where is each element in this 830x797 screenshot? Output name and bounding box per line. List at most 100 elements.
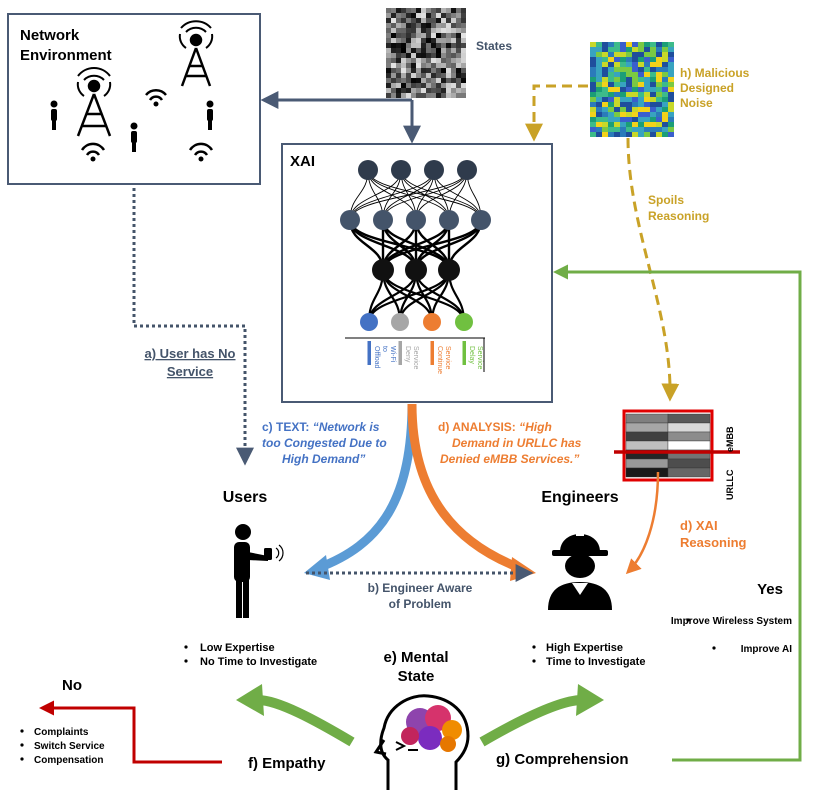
noise-cell (608, 77, 614, 82)
noise-cell (632, 112, 638, 117)
noise-image (590, 42, 674, 137)
xai-title: XAI (290, 153, 315, 170)
noise-cell (614, 52, 620, 57)
noise-cell (590, 67, 596, 72)
states-cell (446, 83, 451, 88)
noise-cell (656, 107, 662, 112)
noise-cell (596, 117, 602, 122)
noise-cell (614, 107, 620, 112)
noise-cell (590, 102, 596, 107)
noise-cell (644, 117, 650, 122)
noise-cell (608, 52, 614, 57)
noise-cell (626, 132, 632, 137)
wifi-icon (188, 142, 214, 162)
noise-cell (620, 102, 626, 107)
noise-cell (638, 112, 644, 117)
states-cell (451, 33, 456, 38)
states-cell (456, 28, 461, 33)
states-cell (446, 28, 451, 33)
states-cell (436, 23, 441, 28)
bullet-dot (532, 659, 536, 663)
text-explanation-line3: High Demand” (282, 452, 365, 466)
states-cell (386, 88, 391, 93)
cell-tower-icon (76, 67, 112, 137)
states-cell (426, 73, 431, 78)
noise-cell (596, 127, 602, 132)
noise-cell (596, 102, 602, 107)
noise-cell (644, 62, 650, 67)
noise-cell (632, 82, 638, 87)
states-cell (436, 13, 441, 18)
noise-cell (620, 77, 626, 82)
noise-cell (662, 62, 668, 67)
noise-cell (668, 122, 674, 127)
states-cell (431, 88, 436, 93)
noise-cell (590, 97, 596, 102)
heatmap-cell (625, 431, 669, 442)
states-cell (441, 58, 446, 63)
noise-cell (620, 117, 626, 122)
states-cell (386, 43, 391, 48)
noise-cell (596, 47, 602, 52)
states-cell (421, 23, 426, 28)
noise-cell (632, 67, 638, 72)
noise-cell (644, 52, 650, 57)
states-cell (431, 28, 436, 33)
noise-cell (638, 117, 644, 122)
states-cell (406, 13, 411, 18)
states-cell (416, 83, 421, 88)
states-cell (411, 63, 416, 68)
noise-cell (620, 132, 626, 137)
noise-cell (602, 122, 608, 127)
noise-cell (632, 97, 638, 102)
neural-network (340, 160, 491, 281)
noise-cell (596, 97, 602, 102)
analysis-arrowhead (510, 557, 536, 581)
states-cell (411, 78, 416, 83)
states-cell (416, 78, 421, 83)
states-cell (396, 38, 401, 43)
states-cell (416, 33, 421, 38)
noise-cell (602, 97, 608, 102)
noise-cell (656, 57, 662, 62)
noise-cell (596, 132, 602, 137)
states-cell (426, 93, 431, 98)
noise-cell (638, 102, 644, 107)
noise-cell (644, 92, 650, 97)
states-cell (411, 28, 416, 33)
states-cell (421, 68, 426, 73)
output-bar (367, 341, 371, 365)
noise-cell (596, 92, 602, 97)
heatmap-cell (667, 440, 711, 451)
noise-cell (602, 117, 608, 122)
noise-cell (662, 52, 668, 57)
states-cell (401, 58, 406, 63)
states-cell (416, 93, 421, 98)
states-cell (406, 38, 411, 43)
noise-cell (650, 62, 656, 67)
states-cell (406, 93, 411, 98)
states-cell (426, 53, 431, 58)
noise-cell (668, 132, 674, 137)
noise-cell (626, 82, 632, 87)
noise-cell (590, 42, 596, 47)
noise-cell (638, 127, 644, 132)
noise-cell (638, 77, 644, 82)
states-cell (391, 13, 396, 18)
noise-cell (602, 67, 608, 72)
states-cell (431, 33, 436, 38)
noise-cell (656, 62, 662, 67)
states-cell (411, 48, 416, 53)
empathy-arrowhead (236, 684, 264, 716)
states-cell (426, 18, 431, 23)
noise-cell (656, 97, 662, 102)
states-cell (426, 88, 431, 93)
states-cell (461, 58, 466, 63)
noise-cell (668, 117, 674, 122)
states-cell (431, 23, 436, 28)
noise-cell (620, 42, 626, 47)
noise-cell (626, 107, 632, 112)
noise-cell (638, 82, 644, 87)
states-cell (426, 8, 431, 13)
noise-cell (602, 87, 608, 92)
